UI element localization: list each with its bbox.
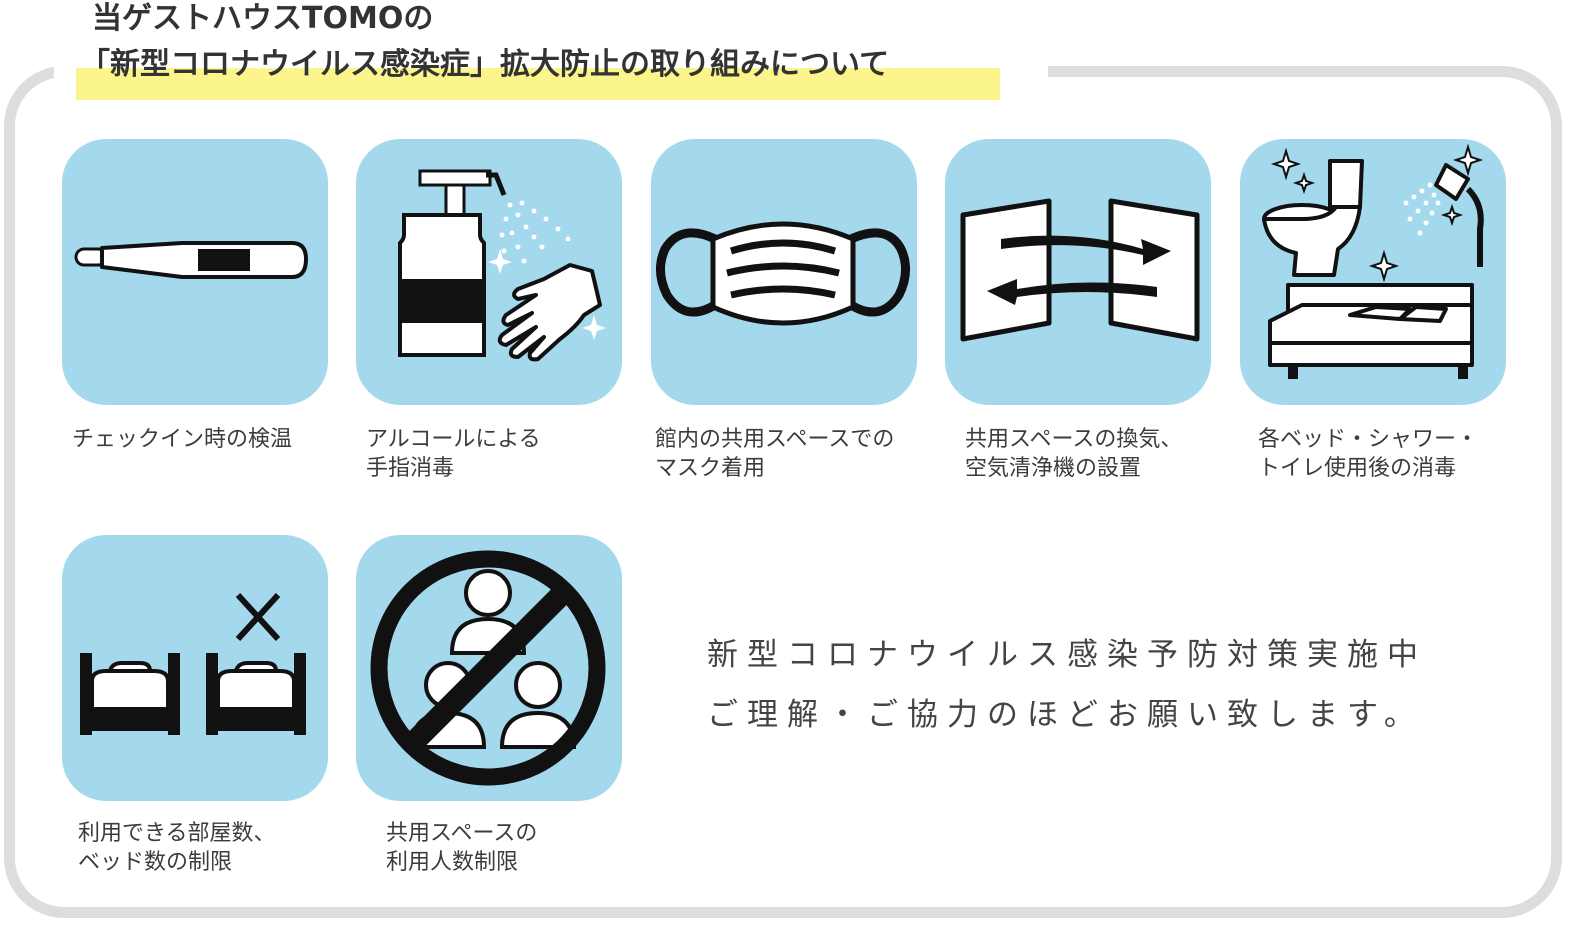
mask-icon (656, 221, 910, 326)
title-highlight (76, 68, 1000, 100)
notice-line-1: 新型コロナウイルス感染予防対策実施中 (707, 637, 1427, 673)
tile-room-limit (62, 535, 328, 801)
tile-occupancy-limit (356, 535, 622, 801)
notice-line-2: ご理解・ご協力のほどお願い致します。 (707, 697, 1424, 733)
tile-temperature-check (62, 139, 328, 405)
thermometer-icon (74, 241, 308, 279)
tile-ventilation (945, 139, 1211, 405)
tile-hand-sanitizing (356, 139, 622, 405)
sanitizer-icon (398, 169, 606, 362)
caption-hand-sanitizing: アルコールによる手指消毒 (366, 427, 541, 481)
cleaning-icon (1262, 143, 1484, 379)
bed-limit-icon (80, 592, 306, 735)
title-line-1: 当ゲストハウスTOMOの (92, 1, 434, 36)
caption-occupancy-limit: 共用スペースの利用人数制限 (386, 821, 538, 875)
title-line-2: 「新型コロナウイルス感染症」拡大防止の取り組みについて (80, 47, 890, 82)
tile-disinfection (1240, 139, 1506, 405)
caption-ventilation: 共用スペースの換気、空気清浄機の設置 (965, 427, 1183, 481)
caption-mask-wearing: 館内の共用スペースでのマスク着用 (655, 427, 895, 481)
tile-mask-wearing (651, 139, 917, 405)
no-crowd-icon (370, 550, 606, 786)
ventilation-icon (960, 198, 1200, 342)
caption-temperature-check: チェックイン時の検温 (72, 427, 293, 452)
caption-disinfection: 各ベッド・シャワー・トイレ使用後の消毒 (1258, 427, 1479, 481)
caption-room-limit: 利用できる部屋数、ベッド数の制限 (78, 821, 276, 875)
